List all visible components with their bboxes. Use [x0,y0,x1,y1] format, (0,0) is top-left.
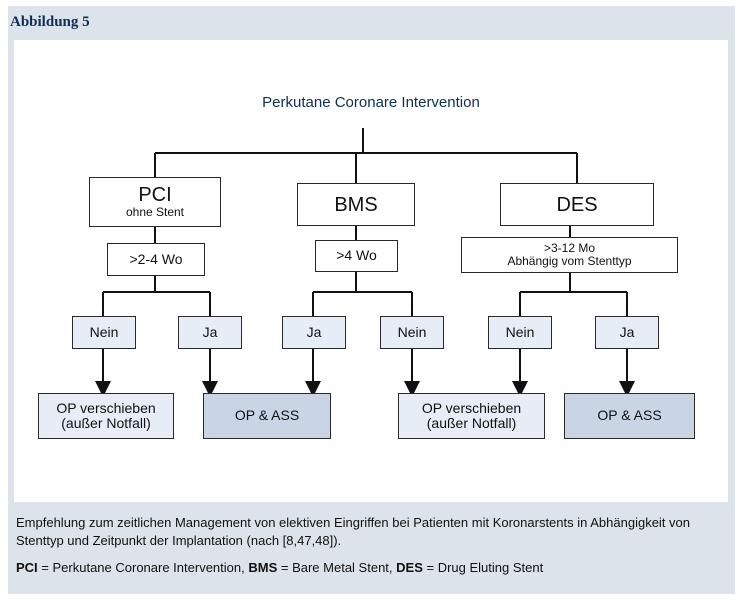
op-verschieben-label-2a: OP verschieben [421,399,522,416]
des-time-label-1: >3-12 Mo [543,240,596,255]
abbr-des-full: Drug Eluting Stent [437,560,544,575]
op-ass-node-1: OP & ASS [203,393,331,439]
des-ja-node: Ja [595,316,659,349]
pci-nein-node: Nein [72,316,136,349]
op-verschieben-node-1: OP verschieben (außer Notfall) [38,393,174,439]
des-label: DES [556,193,598,216]
abbr-pci: PCI [16,560,38,575]
abbr-pci-full: Perkutane Coronare Intervention [52,560,242,575]
des-nein-label: Nein [505,323,535,340]
abbr-bms-full: Bare Metal Stent [292,560,389,575]
bms-label: BMS [334,193,378,216]
op-ass-label-2: OP & ASS [597,407,662,424]
des-nein-node: Nein [488,316,552,349]
pci-ja-label: Ja [202,323,218,340]
abbr-des: DES [396,560,423,575]
des-node: DES [500,183,654,226]
op-verschieben-label-1b: (außer Notfall) [61,415,151,431]
op-verschieben-label-1a: OP verschieben [56,399,156,416]
op-ass-label-1: OP & ASS [234,407,300,424]
pci-sublabel: ohne Stent [125,205,185,220]
bms-nein-node: Nein [380,316,444,349]
figure-label: Abbildung 5 [10,14,90,30]
op-verschieben-node-2: OP verschieben (außer Notfall) [398,393,545,439]
op-ass-node-2: OP & ASS [564,393,695,439]
pci-label: PCI [138,184,172,207]
diagram-title: Perkutane Coronare Intervention [262,94,480,111]
abbr-bms: BMS [248,560,278,575]
bms-nein-label: Nein [397,323,427,340]
bms-time-label: >4 Wo [336,247,377,264]
des-time-label-2: Abhängig vom Stenttyp [507,254,632,268]
bms-time-node: >4 Wo [315,240,398,272]
pci-time-node: >2-4 Wo [107,243,205,276]
bms-ja-node: Ja [282,316,346,349]
des-time-node: >3-12 Mo Abhängig vom Stenttyp [461,237,678,273]
op-verschieben-label-2b: (außer Notfall) [426,415,517,431]
bms-node: BMS [297,183,415,226]
pci-time-label: >2-4 Wo [129,250,183,267]
bms-ja-label: Ja [306,323,322,340]
pci-ja-node: Ja [178,316,242,349]
des-ja-label: Ja [619,323,635,340]
pci-node: PCI ohne Stent [89,177,221,227]
figure-caption: Empfehlung zum zeitlichen Management von… [16,515,690,548]
abbreviation-legend: PCI = Perkutane Coronare Intervention, B… [16,560,544,575]
pci-nein-label: Nein [89,323,119,340]
